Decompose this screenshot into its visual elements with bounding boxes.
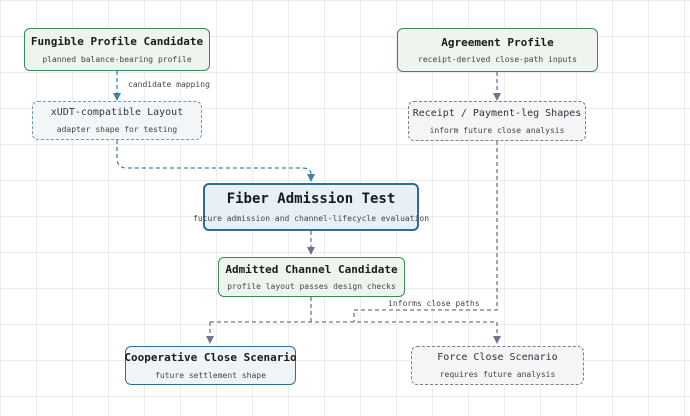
node-title: Force Close Scenario: [437, 352, 558, 363]
node-title: xUDT-compatible Layout: [50, 107, 184, 118]
node-title: Fungible Profile Candidate: [30, 35, 204, 49]
node-subtitle: receipt-derived close-path inputs: [418, 55, 577, 65]
node-title: Cooperative Close Scenario: [124, 351, 297, 365]
node-title: Admitted Channel Candidate: [225, 262, 398, 276]
node-force-close-scenario[interactable]: Force Close Scenario requires future ana…: [411, 346, 584, 385]
node-admitted-channel-candidate[interactable]: Admitted Channel Candidate profile layou…: [218, 257, 405, 297]
node-title: Receipt / Payment-leg Shapes: [412, 107, 582, 119]
node-subtitle: planned balance-bearing profile: [42, 54, 192, 64]
node-fungible-profile-candidate[interactable]: Fungible Profile Candidate planned balan…: [24, 28, 210, 71]
node-subtitle: adapter shape for testing: [56, 125, 178, 134]
node-subtitle: profile layout passes design checks: [227, 282, 396, 292]
edge-label-informs-close-paths: informs close paths: [385, 299, 483, 308]
edge-label-candidate-mapping: candidate mapping: [125, 80, 213, 89]
node-subtitle: future admission and channel-lifecycle e…: [193, 213, 430, 223]
edge-receipt-to-close-paths: [353, 141, 498, 322]
node-cooperative-close-scenario[interactable]: Cooperative Close Scenario future settle…: [124, 346, 297, 385]
node-subtitle: inform future close analysis: [429, 125, 565, 135]
node-fiber-admission-test[interactable]: Fiber Admission Test future admission an…: [193, 183, 429, 231]
node-agreement-profile[interactable]: Agreement Profile receipt-derived close-…: [397, 28, 598, 72]
node-subtitle: future settlement shape: [155, 370, 266, 380]
node-subtitle: requires future analysis: [439, 370, 556, 379]
node-title: Agreement Profile: [441, 35, 554, 49]
node-xudt-compatible-layout[interactable]: xUDT-compatible Layout adapter shape for…: [32, 101, 202, 140]
node-receipt-payment-leg-shapes[interactable]: Receipt / Payment-leg Shapes inform futu…: [408, 101, 586, 141]
node-title: Fiber Admission Test: [226, 191, 396, 208]
edge-xudt-to-fiber: [116, 140, 315, 182]
